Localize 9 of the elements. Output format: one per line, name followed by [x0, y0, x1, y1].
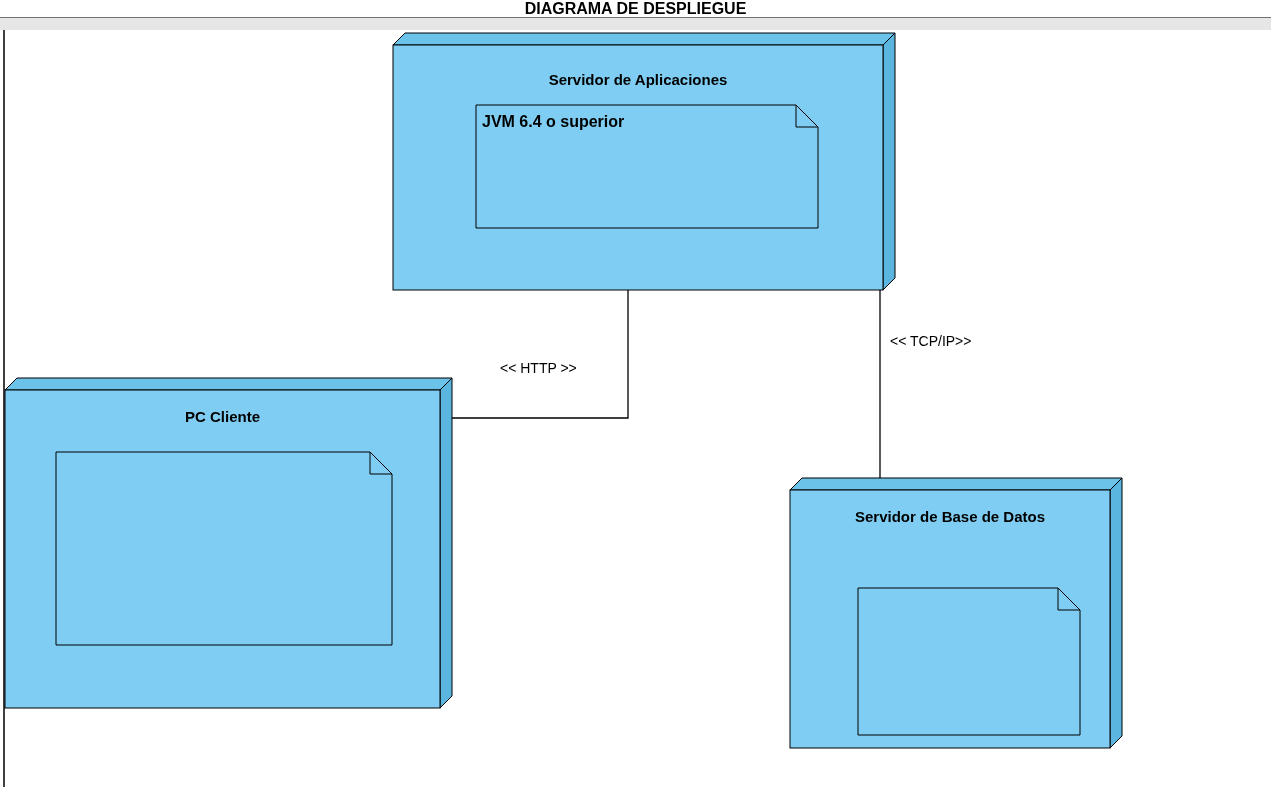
edge-label: << HTTP >> — [498, 360, 579, 376]
node-title: PC Cliente — [184, 408, 261, 425]
edge-label: << TCP/IP>> — [888, 333, 974, 349]
connector-line — [451, 289, 629, 419]
diagram-title: DIAGRAMA DE DESPLIEGUE — [0, 0, 1271, 17]
connector-line — [879, 289, 881, 479]
node-title: Servidor de Aplicaciones — [547, 71, 729, 88]
node-title: Servidor de Base de Datos — [853, 508, 1047, 525]
note-text: JVM 6.4 o superior — [482, 112, 626, 132]
